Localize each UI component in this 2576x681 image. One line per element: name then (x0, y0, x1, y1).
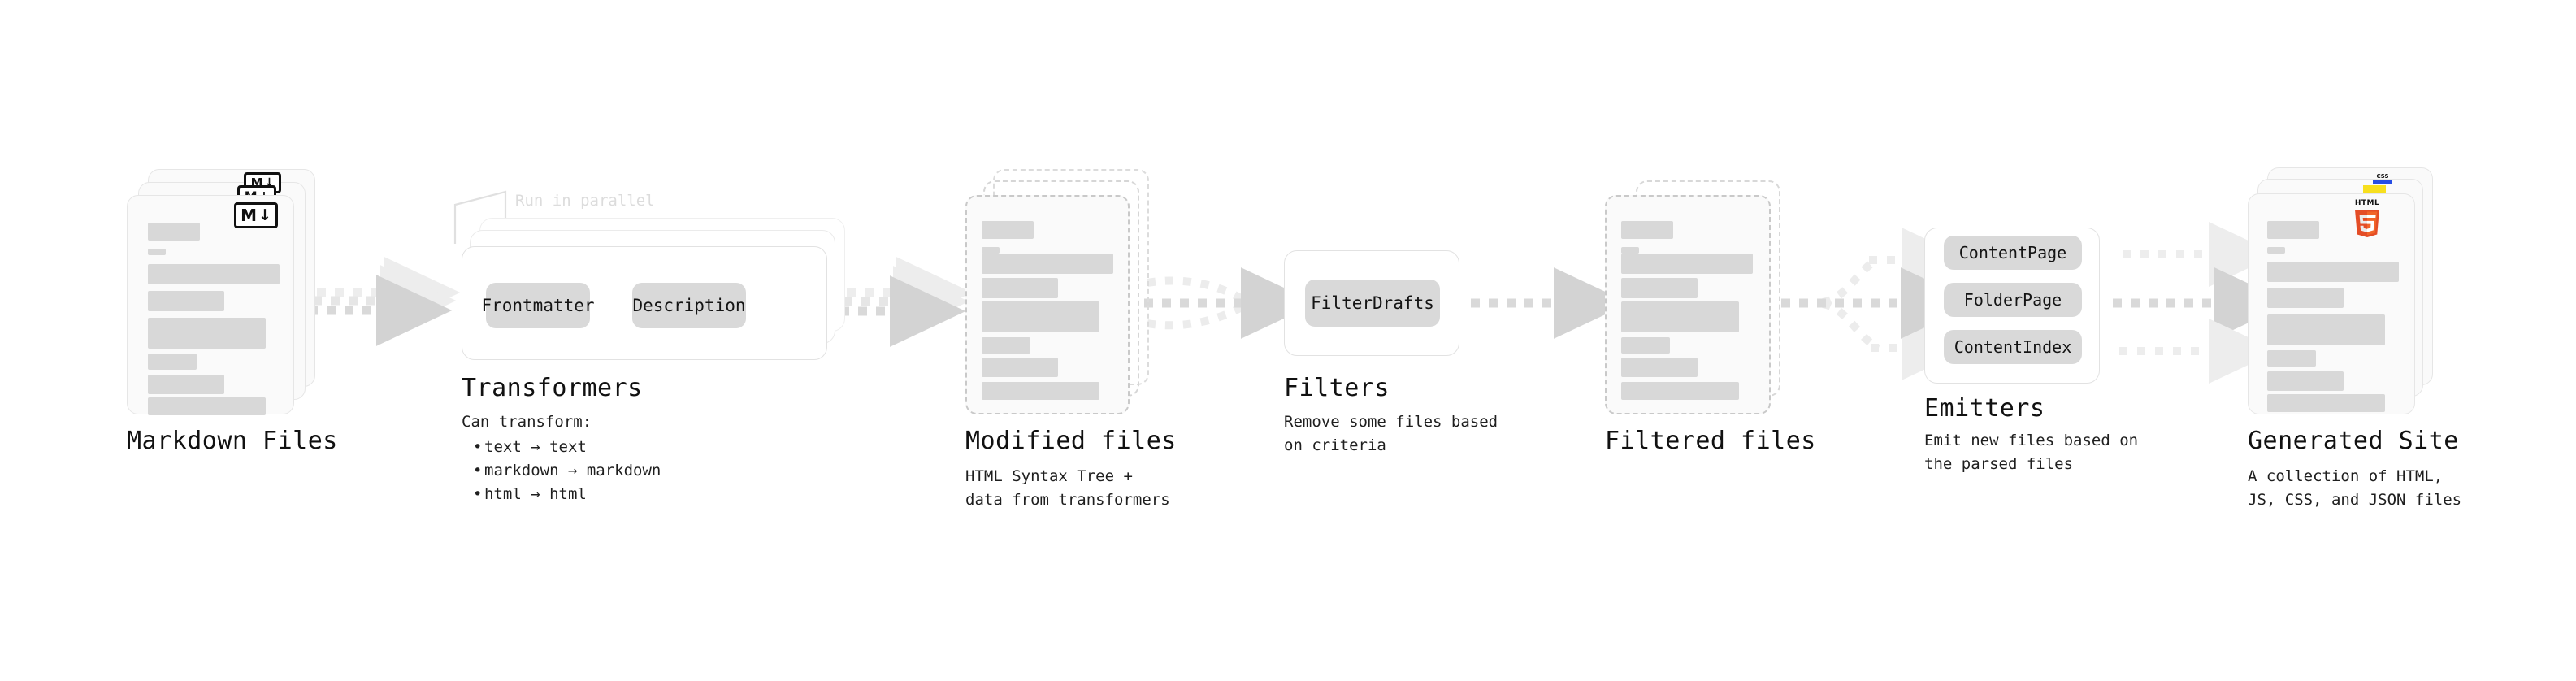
skeleton-line (148, 354, 197, 370)
skeleton-line (982, 301, 1099, 332)
skeleton-line (2267, 371, 2344, 391)
skeleton-line (2267, 262, 2399, 282)
connector-emitters-to-site (2113, 222, 2291, 384)
html5-icon: HTML (2351, 200, 2383, 237)
emitter-chip-contentpage[interactable]: ContentPage (1944, 236, 2082, 270)
skeleton-line (148, 318, 266, 349)
emitter-chip-folderpage[interactable]: FolderPage (1944, 283, 2082, 317)
stage-desc-generated-site: A collection of HTML, JS, CSS, and JSON … (2248, 467, 2462, 509)
css3-icon: CSS (2373, 174, 2392, 184)
skeleton-line (1621, 382, 1739, 400)
skeleton-line (982, 247, 1000, 254)
markdown-icon-letter: M (241, 206, 257, 225)
skeleton-line (148, 223, 200, 241)
markdown-icon-arrow: ↓ (258, 206, 271, 224)
connector-md-to-transformers (309, 257, 461, 346)
transformer-bullet: text → text (473, 436, 661, 459)
skeleton-line (982, 358, 1058, 377)
filter-chip-filterdrafts[interactable]: FilterDrafts (1305, 280, 1440, 327)
skeleton-line (2267, 350, 2316, 367)
transformers-lead: Can transform: (462, 413, 592, 431)
skeleton-line (2267, 314, 2385, 345)
stage-title-generated-site: Generated Site (2248, 427, 2459, 455)
skeleton-line (148, 264, 280, 284)
transformers-capabilities: Can transform: text → text markdown → ma… (462, 410, 661, 506)
transformer-bullet: markdown → markdown (473, 459, 661, 483)
skeleton-line (2267, 394, 2385, 412)
transformer-chip-description[interactable]: Description (632, 283, 746, 328)
stage-title-modified-files: Modified files (965, 427, 1177, 455)
skeleton-line (148, 375, 224, 394)
skeleton-line (1621, 358, 1698, 377)
connector-filtered-to-emitters (1781, 228, 1977, 380)
skeleton-line (148, 249, 166, 255)
css3-icon-label: CSS (2376, 173, 2389, 180)
skeleton-line (982, 382, 1099, 400)
transformer-bullet: html → html (473, 483, 661, 506)
skeleton-line (2267, 221, 2319, 239)
stage-title-filters: Filters (1284, 374, 1390, 402)
html5-icon-label: HTML (2354, 199, 2380, 207)
skeleton-line (1621, 221, 1673, 239)
skeleton-line (148, 397, 266, 415)
stage-desc-emitters: Emit new files based on the parsed files (1924, 432, 2139, 473)
skeleton-line (1621, 301, 1739, 332)
skeleton-line (1621, 247, 1639, 254)
stage-title-markdown-files: Markdown Files (127, 427, 338, 455)
stage-desc-modified-files: HTML Syntax Tree + data from transformer… (965, 467, 1170, 509)
skeleton-line (982, 337, 1030, 354)
stage-title-emitters: Emitters (1924, 394, 2045, 423)
skeleton-line (2267, 247, 2285, 254)
skeleton-line (982, 254, 1113, 274)
stage-title-filtered-files: Filtered files (1605, 427, 1816, 455)
run-in-parallel-label: Run in parallel (515, 192, 655, 210)
skeleton-line (1621, 278, 1698, 298)
stage-title-transformers: Transformers (462, 374, 643, 402)
markdown-icon: M ↓ (234, 202, 278, 228)
transformer-chip-frontmatter[interactable]: Frontmatter (481, 283, 595, 328)
stage-desc-filters: Remove some files based on criteria (1284, 413, 1498, 454)
emitter-chip-contentindex[interactable]: ContentIndex (1944, 330, 2082, 364)
skeleton-line (1621, 254, 1753, 274)
skeleton-line (982, 278, 1058, 298)
connector-modified-to-filters (1144, 267, 1317, 339)
skeleton-line (1621, 337, 1670, 354)
skeleton-line (2267, 288, 2344, 308)
skeleton-line (148, 291, 224, 311)
skeleton-line (982, 221, 1034, 239)
